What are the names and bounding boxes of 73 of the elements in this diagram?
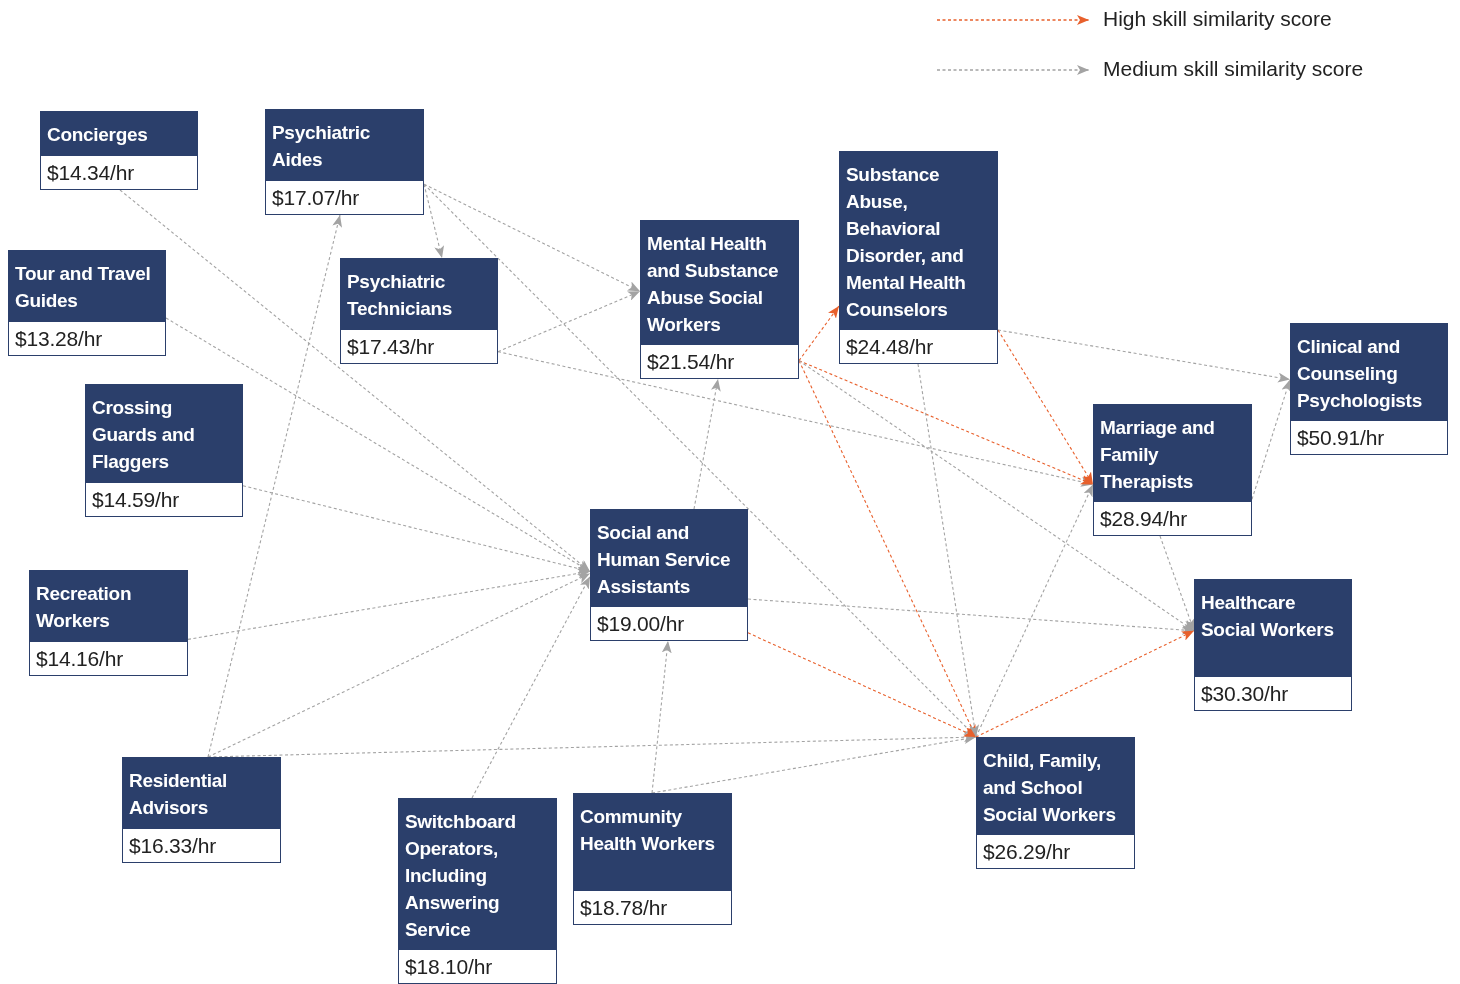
arrow — [975, 483, 1094, 738]
hourly-wage: $18.10/hr — [404, 954, 493, 980]
hourly-wage: $19.00/hr — [596, 611, 685, 637]
arrow — [1159, 535, 1195, 632]
arrow — [497, 290, 641, 353]
job-title: Tour and Travel Guides — [9, 251, 165, 322]
arrow — [471, 576, 591, 799]
job-card — [590, 509, 748, 641]
legend-label: Medium skill similarity score — [1103, 56, 1364, 82]
job-card — [1093, 404, 1252, 536]
job-card — [40, 111, 198, 190]
job-title: Psychiatric Aides — [266, 110, 423, 181]
hourly-wage: $30.30/hr — [1200, 681, 1289, 707]
job-title: Mental Health and Substance Abuse Social Workers — [641, 221, 798, 345]
arrow — [497, 351, 1094, 487]
job-title: Crossing Guards and Flaggers — [86, 385, 242, 483]
job-card — [85, 384, 243, 517]
arrow — [1251, 379, 1292, 500]
arrow — [917, 363, 980, 738]
arrow — [975, 630, 1195, 738]
arrow — [651, 640, 672, 794]
job-title: Psychiatric Technicians — [341, 259, 497, 330]
arrow — [798, 305, 840, 362]
job-card — [29, 570, 188, 676]
job-title: Clinical and Counseling Psychologists — [1291, 324, 1447, 421]
arrow — [207, 572, 591, 758]
job-title: Healthcare Social Workers — [1195, 580, 1351, 677]
arrow — [997, 329, 1094, 485]
hourly-wage: $17.07/hr — [271, 185, 360, 211]
hourly-wage: $18.78/hr — [579, 895, 668, 921]
arrow — [242, 485, 591, 574]
arrow — [997, 329, 1291, 383]
arrow — [747, 632, 977, 738]
job-title: Switchboard Operators, Including Answering Service — [399, 799, 556, 950]
job-title: Marriage and Family Therapists — [1094, 405, 1251, 502]
hourly-wage: $13.28/hr — [14, 326, 103, 352]
job-card — [839, 151, 998, 364]
job-title: Recreation Workers — [30, 571, 187, 642]
arrow — [798, 360, 1094, 485]
job-card — [1194, 579, 1352, 711]
hourly-wage: $21.54/hr — [646, 349, 735, 375]
hourly-wage: $14.59/hr — [91, 487, 180, 513]
hourly-wage: $28.94/hr — [1099, 506, 1188, 532]
arrow — [187, 568, 591, 640]
arrow — [423, 183, 641, 292]
job-card — [398, 798, 557, 984]
job-title: Child, Family, and School Social Workers — [977, 738, 1134, 835]
job-card — [573, 793, 732, 925]
arrow — [798, 360, 1195, 632]
job-title: Community Health Workers — [574, 794, 731, 891]
hourly-wage: $14.34/hr — [46, 160, 135, 186]
arrow — [798, 360, 977, 738]
hourly-wage: $17.43/hr — [346, 334, 435, 360]
job-card — [976, 737, 1135, 869]
hourly-wage: $14.16/hr — [35, 646, 124, 672]
job-title: Residential Advisors — [123, 758, 280, 829]
job-card — [640, 220, 799, 379]
job-title: Social and Human Service Assistants — [591, 510, 747, 607]
job-card — [340, 258, 498, 364]
job-title: Substance Abuse, Behavioral Disorder, and Mental Health Counselors — [840, 152, 997, 330]
job-card — [8, 250, 166, 356]
legend-label: High skill similarity score — [1103, 6, 1332, 32]
arrow — [207, 214, 342, 758]
job-card — [265, 109, 424, 215]
job-card — [122, 757, 281, 863]
hourly-wage: $50.91/hr — [1296, 425, 1385, 451]
hourly-wage: $24.48/hr — [845, 334, 934, 360]
hourly-wage: $26.29/hr — [982, 839, 1071, 865]
job-title: Concierges — [41, 112, 197, 156]
job-card — [1290, 323, 1448, 455]
arrow — [693, 378, 721, 510]
arrow — [747, 598, 1195, 635]
hourly-wage: $16.33/hr — [128, 833, 217, 859]
